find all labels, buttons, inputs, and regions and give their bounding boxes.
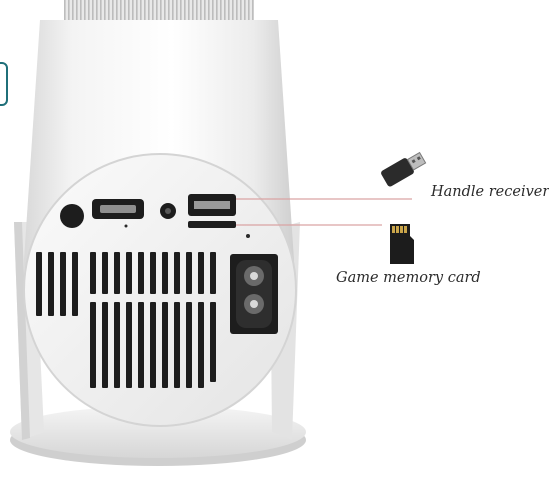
carousel-nav-button[interactable] xyxy=(0,62,8,106)
rear-panel xyxy=(23,153,297,427)
power-socket xyxy=(230,254,278,334)
vent-grille xyxy=(36,252,216,388)
status-led xyxy=(246,234,250,238)
tf-card-slot xyxy=(188,221,236,228)
game-memory-card-label: Game memory card xyxy=(336,270,481,286)
top-knurled-ring xyxy=(64,0,254,22)
handle-receiver-label: Handle receiver xyxy=(431,184,549,200)
stand-base xyxy=(10,406,306,466)
power-button xyxy=(60,204,84,228)
micro-sd-card-icon xyxy=(390,224,414,264)
usb-dongle-icon xyxy=(381,151,427,187)
